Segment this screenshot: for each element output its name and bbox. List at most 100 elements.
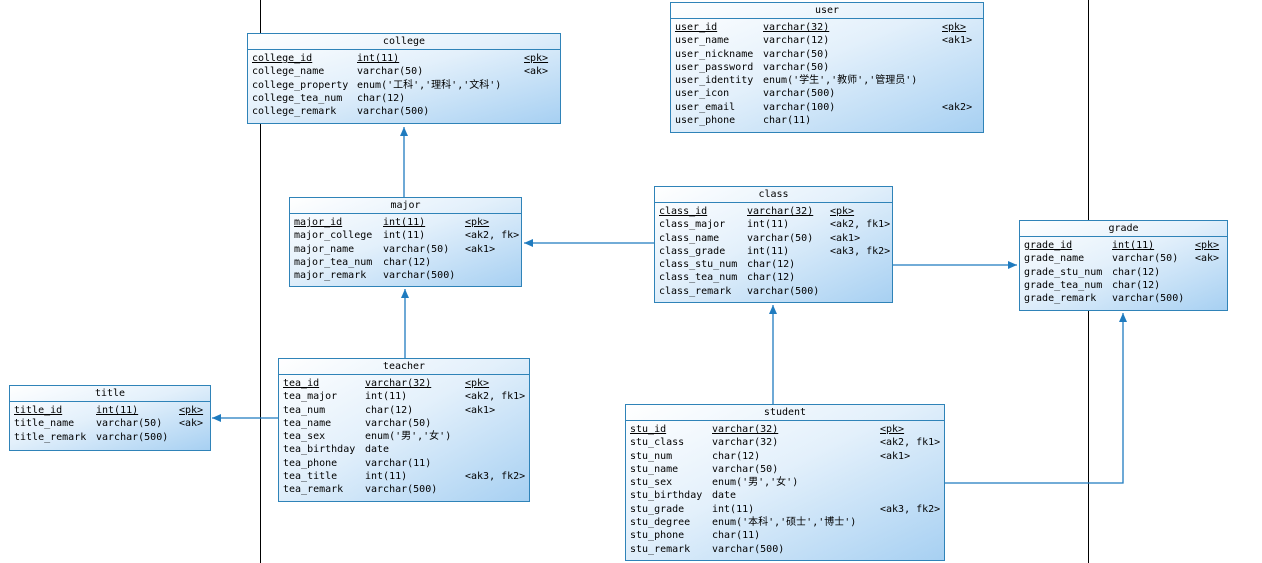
column-key: <ak> [179, 418, 204, 430]
column-name: stu_id [630, 424, 667, 435]
column-key: <ak2, fk> [465, 230, 520, 242]
column-type: enum('本科','硕士','博士') [712, 517, 857, 529]
column-name: stu_grade [630, 503, 685, 515]
column-key: <ak3, fk2> [830, 245, 891, 257]
column-name: class_major [659, 219, 726, 231]
column-type: int(11) [383, 230, 426, 242]
column-name: user_nickname [675, 48, 754, 60]
column-type: varchar(100) [763, 101, 836, 113]
column-type: int(11) [357, 53, 400, 64]
column-name: class_stu_num [659, 259, 738, 271]
column-type: enum('男','女') [712, 477, 799, 489]
column-type: int(11) [712, 503, 755, 515]
column-name: tea_remark [283, 484, 344, 496]
column-key: <pk> [830, 206, 855, 217]
column-type: varchar(32) [747, 206, 814, 217]
column-row[interactable]: class_stu_num char(12) [659, 258, 888, 271]
column-type: varchar(50) [357, 66, 424, 78]
column-key: <ak2, fk1> [830, 219, 891, 231]
column-key: <pk> [465, 217, 490, 228]
column-type: varchar(50) [365, 417, 432, 429]
link-student-grade [945, 313, 1127, 484]
column-name: user_email [675, 101, 736, 113]
column-type: varchar(32) [712, 424, 779, 435]
column-type: char(12) [747, 272, 796, 284]
column-type: date [712, 490, 737, 502]
column-name: stu_degree [630, 517, 691, 529]
column-key: <ak1> [465, 243, 496, 255]
column-type: enum('工科','理科','文科') [357, 79, 502, 91]
column-name: stu_phone [630, 530, 685, 542]
column-type: char(12) [747, 259, 796, 271]
column-key: <ak2, fk1> [465, 391, 526, 403]
column-name: grade_id [1024, 240, 1073, 251]
column-name: class_remark [659, 285, 732, 297]
column-type: varchar(50) [96, 418, 163, 430]
column-key: <pk> [1195, 240, 1220, 251]
column-row[interactable]: stu_degree enum('本科','硕士','博士') [630, 516, 940, 529]
column-name: stu_remark [630, 543, 691, 555]
column-name: user_password [675, 61, 754, 73]
column-type: enum('学生','教师','管理员') [763, 75, 918, 87]
